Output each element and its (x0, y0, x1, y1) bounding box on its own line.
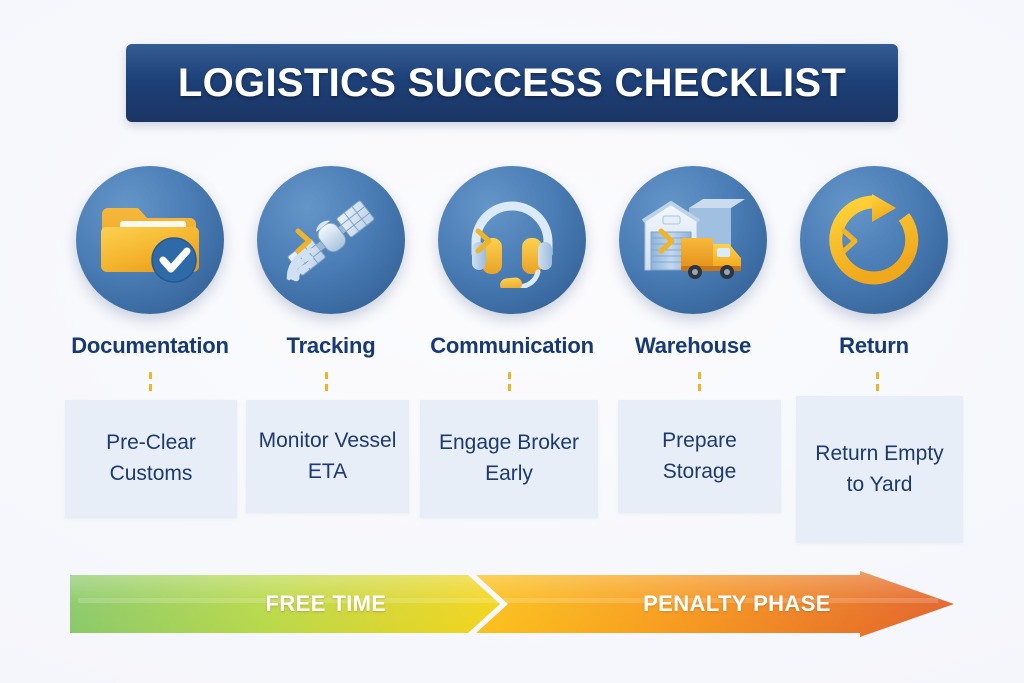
step-label-return: Return (839, 333, 909, 358)
page-title: LOGISTICS SUCCESS CHECKLIST (177, 60, 847, 105)
step-icon-circle-documentation (76, 166, 224, 314)
task-box-tracking[interactable]: Monitor Vessel ETA (246, 400, 409, 513)
step-label-tracking: Tracking (286, 333, 376, 358)
connector-dash-5 (876, 372, 879, 396)
step-label-communication: Communication (430, 333, 594, 358)
satellite-icon (279, 190, 383, 290)
page-title-banner: LOGISTICS SUCCESS CHECKLIST (126, 44, 898, 122)
step-icon-circle-warehouse (619, 166, 767, 314)
connector-dash-2 (325, 372, 328, 396)
chevron-right-icon (473, 228, 495, 254)
task-text-documentation: Pre-Clear Customs (106, 431, 196, 485)
step-label-warehouse: Warehouse (635, 333, 751, 358)
chevron-right-icon (839, 228, 861, 254)
connector-dash-1 (149, 372, 152, 396)
step-icon-circle-communication (438, 166, 586, 314)
task-box-documentation[interactable]: Pre-Clear Customs (65, 400, 237, 518)
step-communication[interactable]: Communication (424, 166, 600, 359)
task-box-communication[interactable]: Engage Broker Early (420, 400, 598, 518)
chevron-right-icon (656, 228, 678, 254)
step-return[interactable]: Return (786, 166, 962, 359)
task-text-warehouse: Prepare Storage (662, 428, 737, 483)
connector-dash-3 (508, 372, 511, 396)
step-warehouse[interactable]: Warehouse (605, 166, 781, 359)
task-box-return[interactable]: Return Empty to Yard (796, 396, 963, 543)
step-label-documentation: Documentation (71, 333, 229, 358)
task-text-return: Return Empty to Yard (815, 441, 944, 496)
connector-dash-4 (698, 372, 701, 396)
step-tracking[interactable]: Tracking (243, 166, 419, 359)
steps-row: Documentation (62, 166, 962, 366)
circular-arrow-icon (824, 190, 924, 290)
step-icon-circle-return (800, 166, 948, 314)
task-box-warehouse[interactable]: Prepare Storage (618, 400, 781, 513)
step-icon-circle-tracking (257, 166, 405, 314)
task-text-communication: Engage Broker Early (438, 431, 580, 485)
chevron-right-icon (293, 228, 315, 254)
timeline-arrow: FREE TIME PENALTY PHASE (70, 571, 954, 637)
task-text-tracking: Monitor Vessel ETA (258, 428, 397, 483)
step-documentation[interactable]: Documentation (62, 166, 238, 359)
warehouse-truck-icon (637, 194, 749, 286)
folder-check-icon (98, 194, 202, 286)
